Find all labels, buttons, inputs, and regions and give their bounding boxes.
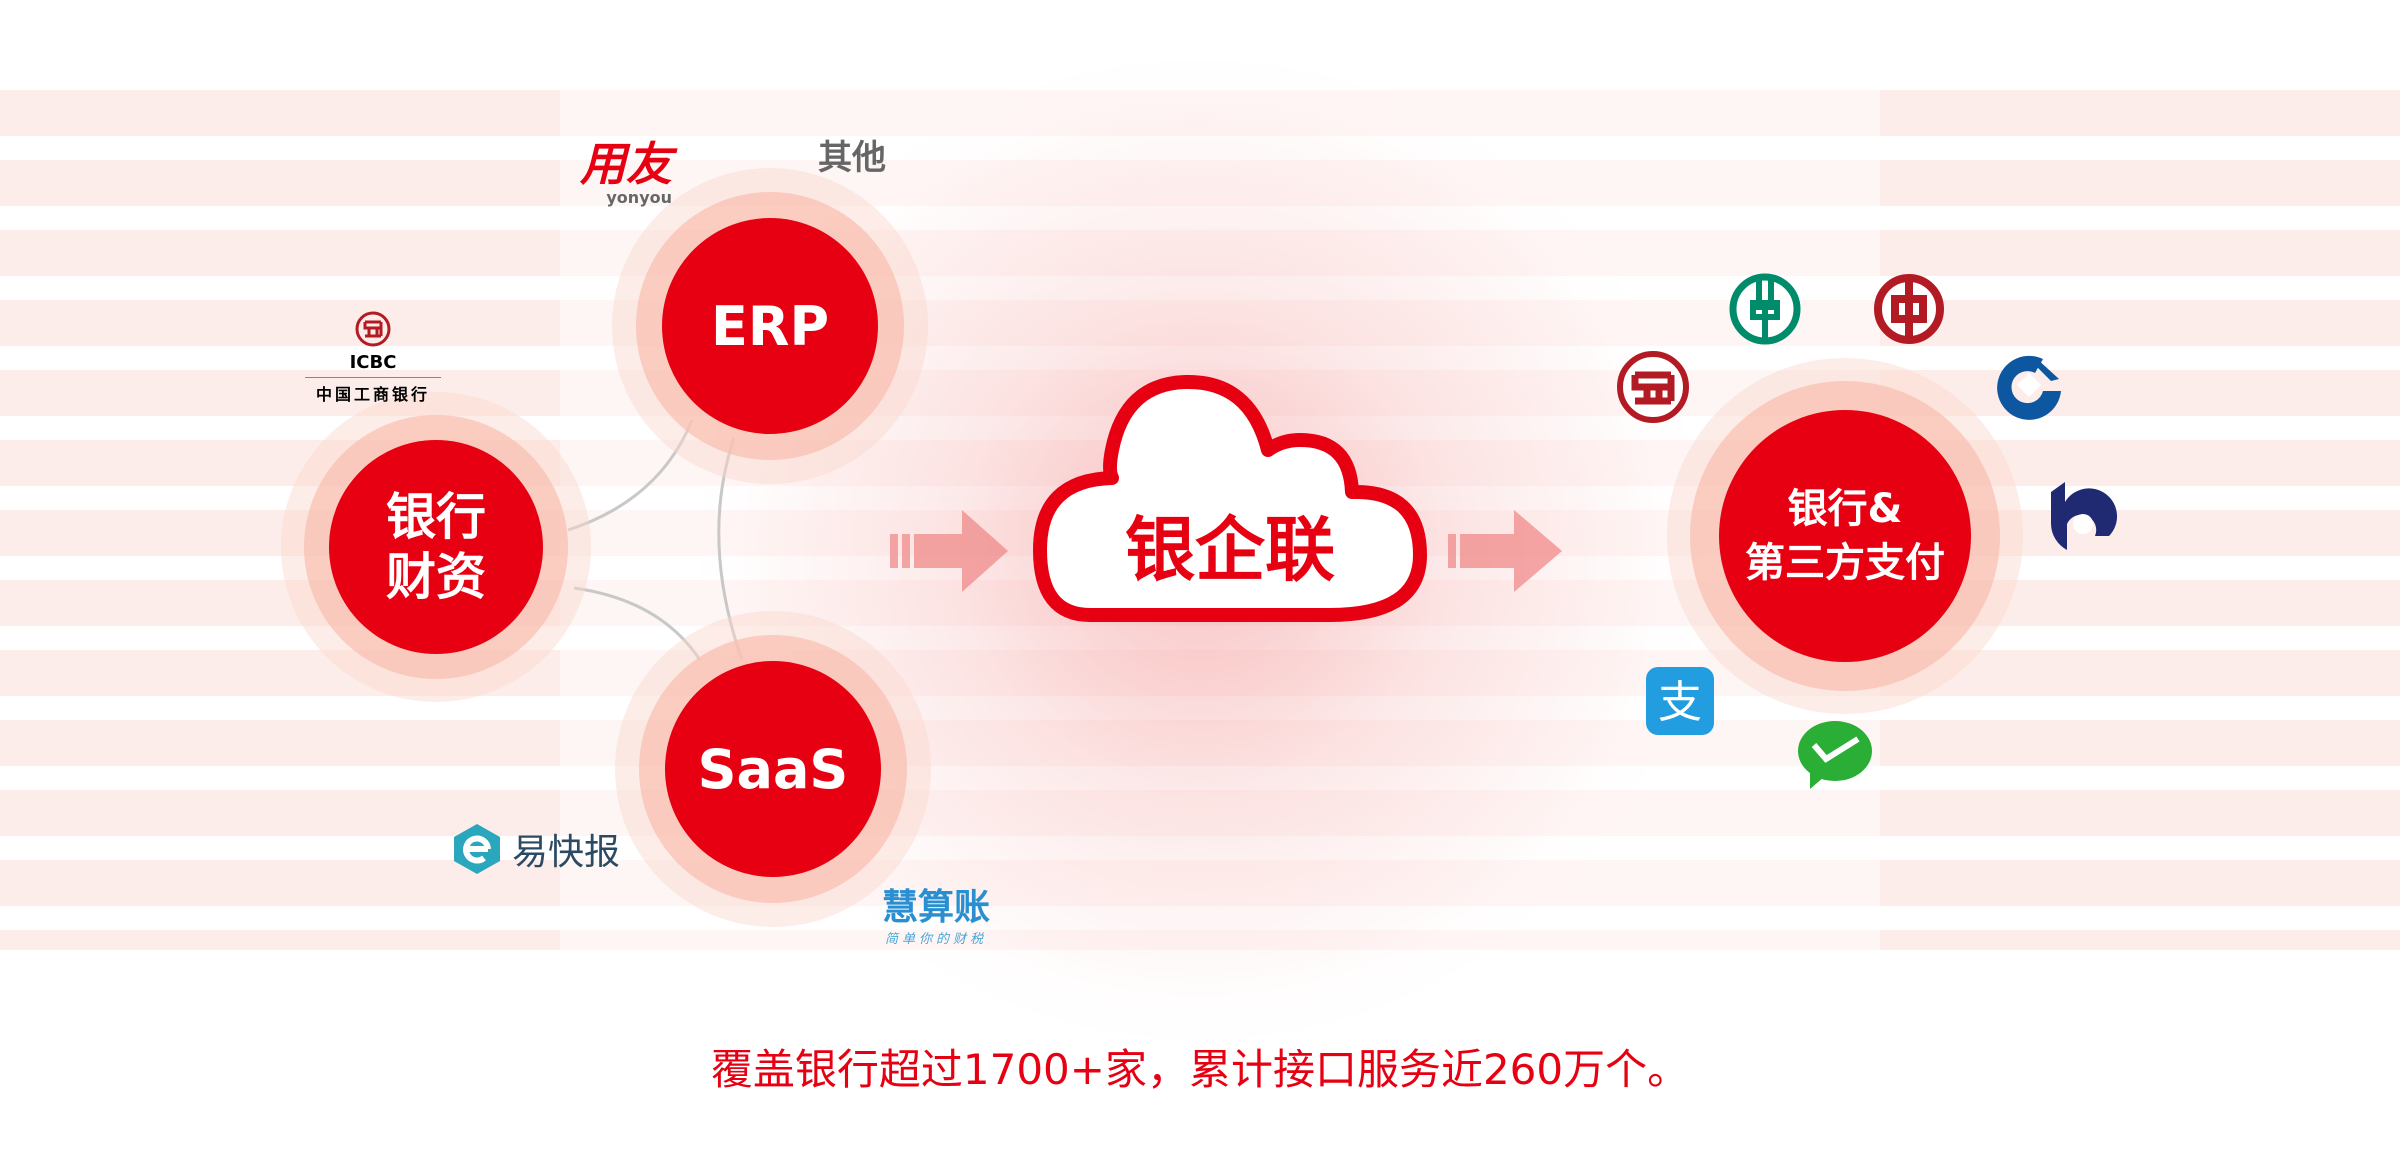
others-label: 其他 [818, 138, 886, 178]
icbc-logo: ICBC 中国工商银行 [305, 310, 441, 405]
node-label: SaaS [697, 737, 849, 801]
node-bank-treasury: 银行 财资 [281, 392, 591, 702]
node-erp: ERP [612, 168, 928, 484]
arrow-right-icon [890, 510, 1008, 592]
summary-caption: 覆盖银行超过1700+家，累计接口服务近260万个。 [710, 1045, 1690, 1094]
icbc-icon [355, 311, 391, 347]
arrow-right-icon [1448, 510, 1562, 592]
yikuaibao-logo: 易快报 [452, 822, 620, 876]
cloud-icon [1033, 374, 1427, 622]
alipay-icon: 支 [1646, 667, 1714, 735]
node-label: 银行& [1787, 486, 1903, 532]
center-platform-label: 银企联 [1125, 509, 1335, 591]
huisuanzhang-logo: 慧算账 简单你的财税 [882, 887, 991, 948]
node-label: ERP [710, 294, 830, 358]
node-saas: SaaS [615, 611, 931, 927]
node-label: 银行 [386, 488, 486, 546]
node-banks-third-party-payment: 银行& 第三方支付 [1667, 358, 2023, 714]
abc-bank-icon [1729, 273, 1801, 345]
wechat-pay-icon [1798, 721, 1872, 789]
svg-text:支: 支 [1658, 677, 1702, 728]
boc-bank-icon [1874, 274, 1944, 344]
icbc-bank-icon [1617, 351, 1689, 423]
yonyou-logo: 用友 yonyou [580, 137, 672, 207]
ccb-bank-icon [1997, 355, 2061, 420]
node-label: 财资 [386, 548, 486, 606]
bocom-bank-icon [2051, 482, 2118, 550]
yikuaibao-icon [454, 824, 500, 874]
node-label: 第三方支付 [1745, 540, 1945, 586]
